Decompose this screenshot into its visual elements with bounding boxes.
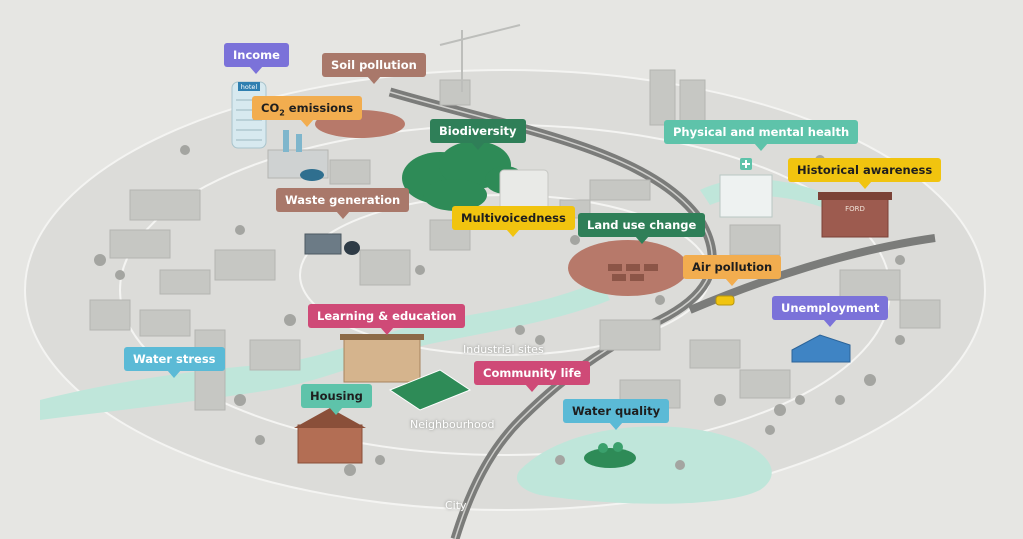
biodiversity-tag: Biodiversity	[430, 119, 526, 150]
co2-subscript: 2	[279, 108, 285, 118]
warehouse	[791, 334, 851, 363]
physical-mental-health-tag: Physical and mental health	[664, 120, 859, 151]
ford-sign: FORD	[845, 205, 865, 213]
house-block	[297, 424, 363, 464]
unemployment-tag: Unemployment	[772, 296, 889, 327]
school-roof	[340, 334, 424, 340]
waste-generation-tag: Waste generation	[276, 188, 410, 219]
water-stress-tag: Water stress	[124, 347, 225, 378]
soil-pollution-label: Soil pollution	[331, 58, 417, 72]
housing-label: Housing	[310, 389, 363, 403]
lake-bottom	[516, 426, 772, 504]
land-use-plots	[608, 264, 658, 281]
car-icon	[715, 295, 735, 306]
sports-field	[388, 369, 472, 411]
learning-education-label: Learning & education	[317, 309, 457, 323]
hotel-sign: hotel	[241, 83, 258, 91]
factory-chimney-2	[296, 134, 302, 152]
multivoicedness-tag: Multivoicedness	[452, 206, 575, 237]
hotel-sign-plate	[238, 82, 260, 91]
multivoicedness-label: Multivoicedness	[461, 211, 566, 225]
land-use-change-label: Land use change	[587, 218, 697, 232]
school-building	[343, 337, 421, 383]
crane-icon	[439, 24, 521, 92]
co2-tank	[300, 169, 324, 181]
water-quality-island	[584, 448, 636, 468]
house-roof	[294, 408, 366, 428]
river-left	[40, 280, 610, 420]
waste-station	[304, 233, 342, 255]
air-pollution-tag: Air pollution	[683, 255, 782, 286]
hospital-building	[719, 174, 773, 218]
water-stress-label: Water stress	[133, 352, 216, 366]
physical-mental-health-label: Physical and mental health	[673, 125, 850, 139]
island-tree	[598, 443, 608, 453]
air-pollution-label: Air pollution	[692, 260, 773, 274]
income-label: Income	[233, 48, 280, 62]
co2-emissions-label: CO2 emissions	[261, 101, 354, 118]
factory-chimney	[283, 130, 289, 152]
waste-bin	[344, 241, 360, 255]
water-quality-label: Water quality	[572, 404, 661, 418]
main-road-center	[389, 91, 713, 539]
industrial-sites-label: Industrial sites	[463, 343, 544, 356]
hospital-cross-glyph	[742, 160, 750, 168]
historic-building	[821, 196, 889, 238]
historical-awareness-label: Historical awareness	[797, 163, 933, 177]
unemployment-label: Unemployment	[781, 301, 880, 315]
co2-emissions-tag: CO2 emissions	[252, 96, 363, 127]
co2-text: CO	[261, 101, 280, 115]
neighbourhood-label: Neighbourhood	[410, 418, 495, 431]
water-quality-tag: Water quality	[563, 399, 670, 430]
silo-building	[499, 169, 549, 211]
land-use-change-tag: Land use change	[578, 213, 706, 244]
waste-generation-label: Waste generation	[285, 193, 401, 207]
housing-tag: Housing	[301, 384, 372, 415]
background-buildings	[89, 69, 941, 411]
soil-pollution-tag: Soil pollution	[322, 53, 426, 84]
historic-building-roof	[818, 192, 892, 200]
historical-awareness-tag: Historical awareness	[788, 158, 942, 189]
learning-education-tag: Learning & education	[308, 304, 466, 335]
biodiversity-label: Biodiversity	[439, 124, 517, 138]
island-tree-2	[613, 442, 623, 452]
income-tag: Income	[224, 43, 289, 74]
community-life-tag: Community life	[474, 361, 591, 392]
community-life-label: Community life	[483, 366, 582, 380]
co2-suffix: emissions	[284, 101, 354, 115]
city-label: City	[445, 499, 467, 512]
